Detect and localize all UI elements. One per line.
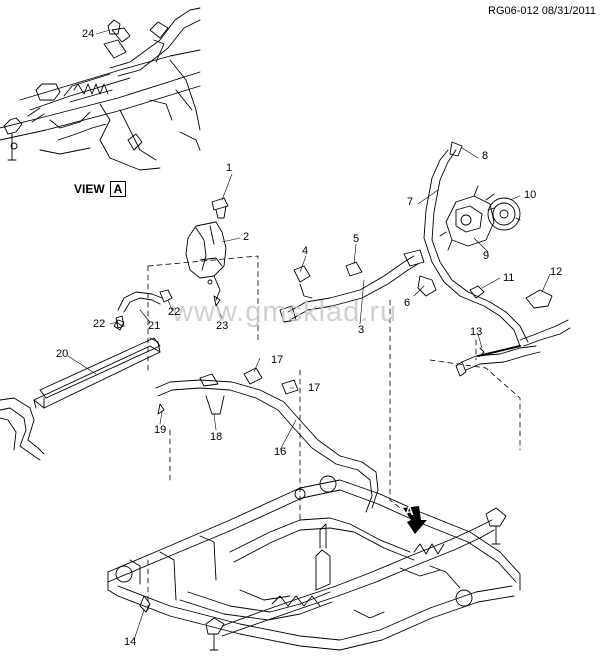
view-label-box: A	[109, 181, 127, 197]
return-line-drawing	[455, 285, 571, 377]
callout-17-upper: 17	[271, 354, 284, 366]
callout-19: 19	[154, 424, 167, 436]
view-a-steering-gear-drawing	[0, 7, 201, 171]
reservoir-drawing	[185, 197, 229, 301]
callout-3: 3	[358, 324, 365, 336]
cradle-drawing	[107, 475, 521, 651]
view-a-arrow-icon: A	[399, 502, 433, 541]
callout-13: 13	[470, 326, 483, 338]
steering-gear-drawing	[205, 507, 507, 651]
hose-7-drawing	[417, 141, 529, 347]
callout-22-right: 22	[168, 306, 181, 318]
arrow-a-letter: A	[405, 504, 414, 518]
callout-8: 8	[482, 150, 489, 162]
leader-lines	[67, 29, 551, 641]
callout-12: 12	[550, 266, 563, 278]
callout-1: 1	[226, 162, 233, 174]
view-label-text: VIEW	[74, 182, 105, 196]
arrow-a-shape	[403, 506, 427, 534]
callout-17-lower: 17	[308, 382, 321, 394]
callout-16: 16	[274, 446, 287, 458]
callout-6: 6	[404, 297, 411, 309]
cooler-20-drawing	[0, 337, 161, 461]
callout-7: 7	[407, 196, 414, 208]
callout-22-left: 22	[93, 318, 106, 330]
callout-9: 9	[483, 250, 490, 262]
callout-23: 23	[216, 320, 229, 332]
callout-10: 10	[524, 189, 537, 201]
dashed-leader-lines	[147, 255, 521, 613]
callout-4: 4	[302, 245, 309, 257]
callout-20: 20	[56, 348, 69, 360]
callout-18: 18	[210, 431, 223, 443]
callout-14: 14	[124, 636, 137, 648]
callout-11: 11	[503, 272, 515, 284]
line-16-drawing	[155, 367, 379, 513]
hose-3-drawing	[279, 249, 425, 323]
fittings-drawing	[107, 19, 221, 613]
callout-24: 24	[82, 28, 95, 40]
drawing-reference: RG06-012 08/31/2011	[488, 5, 597, 17]
pump-9-drawing	[439, 185, 521, 251]
hose-21-drawing	[113, 289, 173, 331]
watermark: www.gmsklad.ru	[172, 296, 398, 328]
view-a-label: VIEW A	[74, 181, 127, 197]
callout-5: 5	[353, 233, 360, 245]
callout-21: 21	[148, 320, 161, 332]
callout-2: 2	[243, 231, 250, 243]
